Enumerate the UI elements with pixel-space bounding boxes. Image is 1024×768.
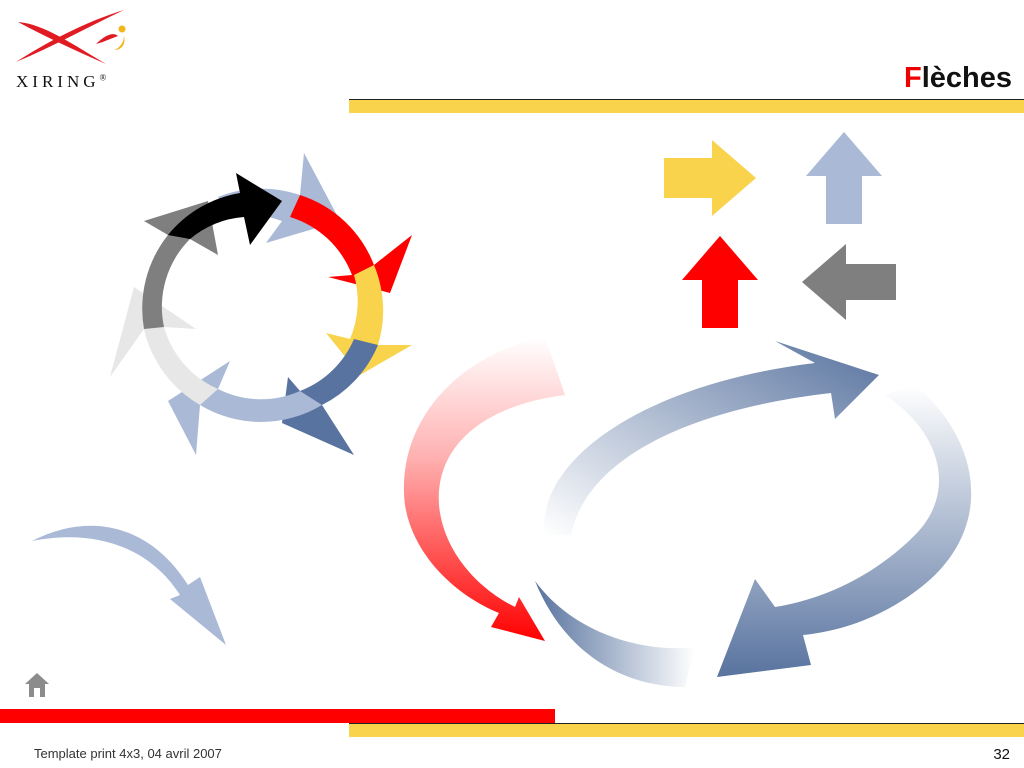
slide-title: Flèches	[903, 62, 1012, 94]
gradient-arrow-blue-right	[717, 385, 972, 677]
circular-arrows-cycle	[110, 153, 412, 455]
footer-yellow-bar	[349, 724, 1024, 737]
curved-arrow-light-blue	[32, 525, 226, 645]
cycle-arrow-light-gray	[110, 287, 218, 405]
brand-name: XIRING®	[16, 72, 107, 91]
arrow-right-yellow	[664, 140, 756, 216]
header-divider	[349, 99, 1024, 100]
arrow-up-light-blue	[806, 132, 882, 224]
footer-template-label: Template print 4x3, 04 avril 2007	[34, 746, 222, 761]
gradient-arrow-red	[403, 337, 565, 641]
footer-divider	[349, 723, 1024, 724]
arrow-up-red	[682, 236, 758, 328]
cycle-arrow-gray	[142, 201, 218, 329]
cycle-arrow-yellow	[326, 265, 412, 375]
arrow-left-gray	[802, 244, 896, 320]
cycle-arrow-black	[168, 173, 282, 245]
home-icon[interactable]	[24, 672, 50, 698]
gradient-arrow-blue-top	[544, 341, 879, 535]
gradient-curved-arrows	[403, 337, 972, 687]
page-number: 32	[993, 746, 1010, 763]
cycle-arrow-red	[290, 195, 412, 293]
cycle-arrow-dark-blue	[282, 339, 378, 455]
gradient-arrow-blue-bottom	[535, 581, 695, 687]
xiring-logo-mark	[16, 10, 126, 64]
header-yellow-bar	[349, 100, 1024, 113]
footer-red-bar	[0, 709, 555, 723]
